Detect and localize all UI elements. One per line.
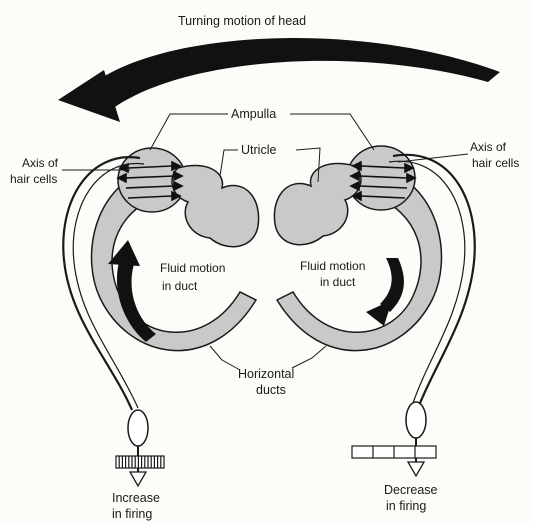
right-firing-output-arrow <box>408 462 424 476</box>
left-utricle <box>172 165 259 246</box>
fluid-left-label-line1: Fluid motion <box>160 261 225 275</box>
head-turning-arrow <box>90 38 500 112</box>
axis-left-label-line2: hair cells <box>10 172 57 186</box>
turning-motion-label: Turning motion of head <box>178 14 306 28</box>
axis-right-label-line1: Axis of <box>470 140 507 154</box>
fluid-left-label-line2: in duct <box>162 279 198 293</box>
fluid-right-label-line1: Fluid motion <box>300 259 365 273</box>
left-firing-rate-bar <box>116 456 164 468</box>
axis-right-label-line2: hair cells <box>472 156 519 170</box>
right-neuron-cell-body <box>406 402 426 438</box>
horizontal-ducts-label-line1: Horizontal <box>238 367 294 381</box>
left-firing-output-arrow <box>130 472 146 486</box>
ampulla-label: Ampulla <box>231 107 276 121</box>
decrease-firing-label-line2: in firing <box>386 499 426 513</box>
left-neuron-cell-body <box>128 410 148 446</box>
right-utricle <box>274 163 361 244</box>
decrease-firing-label-line1: Decrease <box>384 483 438 497</box>
right-fluid-arrowhead <box>366 300 392 326</box>
axis-left-label-line1: Axis of <box>22 156 59 170</box>
fluid-right-label-line2: in duct <box>320 275 356 289</box>
utricle-label: Utricle <box>241 143 276 157</box>
horizontal-ducts-label-line2: ducts <box>256 383 286 397</box>
increase-firing-label-line1: Increase <box>112 491 160 505</box>
increase-firing-label-line2: in firing <box>112 507 152 521</box>
